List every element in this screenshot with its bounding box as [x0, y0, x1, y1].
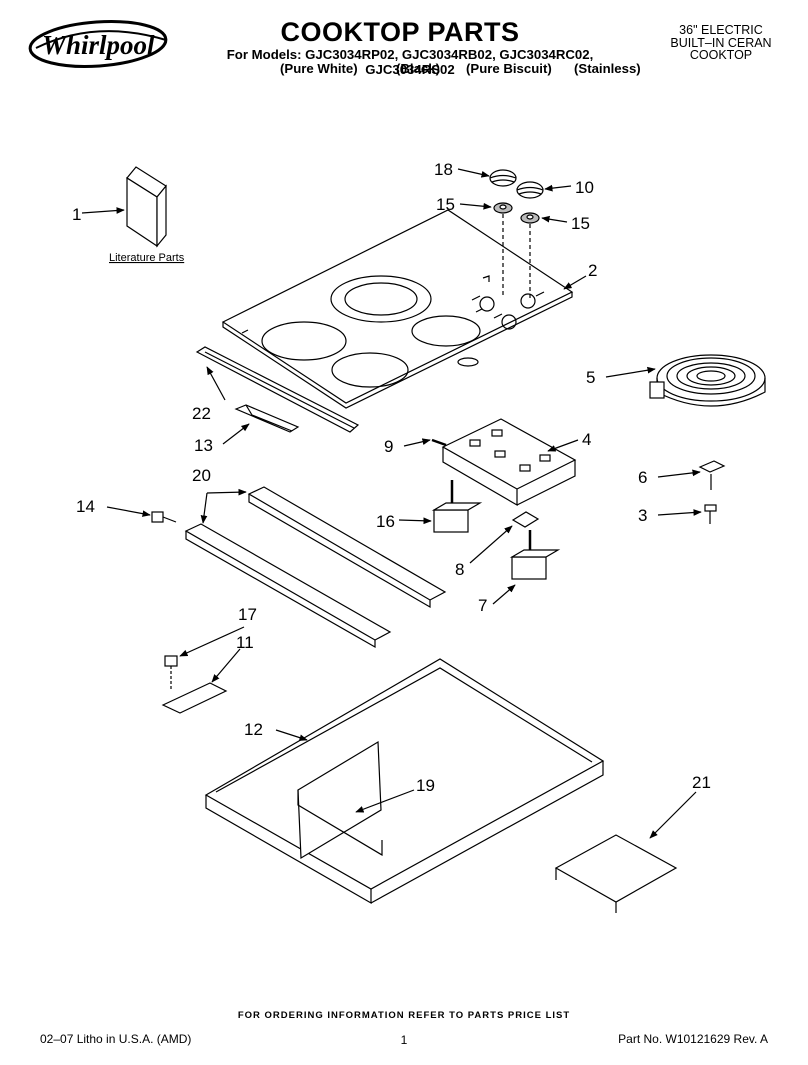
mounting-rails: [184, 486, 447, 649]
switch-plate: [511, 511, 540, 528]
callout: 21: [692, 773, 711, 792]
callout: 4: [582, 430, 591, 449]
callout: 2: [588, 261, 597, 280]
page-title: COOKTOP PARTS: [280, 17, 520, 47]
callout: 10: [575, 178, 594, 197]
control-bracket: [441, 418, 577, 507]
ordering-note: FOR ORDERING INFORMATION REFER TO PARTS …: [237, 1010, 571, 1021]
callout: 15: [436, 195, 455, 214]
model-numbers: For Models: GJC3034RP02, GJC3034RB02, GJ…: [226, 47, 594, 77]
side-bracket: [554, 834, 678, 913]
callout: 7: [478, 596, 487, 615]
radiant-element: [649, 354, 766, 407]
svg-text:Whirlpool: Whirlpool: [42, 30, 155, 60]
callout: 5: [586, 368, 595, 387]
callout: 11: [236, 633, 254, 652]
burner-box: [204, 658, 605, 905]
glass-cooktop: [221, 209, 574, 409]
infinite-switch: [431, 480, 561, 580]
part-number: Part No. W10121629 Rev. A: [618, 1032, 768, 1046]
callout: 19: [416, 776, 435, 795]
callout: 8: [455, 560, 464, 579]
callout: 12: [244, 720, 263, 739]
callout: 9: [384, 437, 393, 456]
bolt-and-bracket: [161, 655, 228, 714]
leader-arrows: [81, 168, 702, 839]
finish-stainless: (Stainless): [574, 61, 641, 76]
callout: 6: [638, 468, 647, 487]
trim-strip: [195, 346, 360, 433]
finish-pure-white: (Pure White): [280, 61, 358, 76]
finish-black: (Black): [396, 61, 440, 76]
litho-note: 02–07 Litho in U.S.A. (AMD): [40, 1032, 192, 1046]
model-type-line: 36" ELECTRIC: [679, 23, 763, 37]
callout: 17: [238, 605, 257, 624]
model-type-line: BUILT–IN CERAN: [670, 35, 772, 50]
callout: 16: [376, 512, 395, 531]
callout: 15: [571, 214, 590, 233]
pin: [431, 438, 447, 447]
callout: 3: [638, 506, 647, 525]
callout: 18: [434, 160, 453, 179]
callout: 1: [72, 205, 81, 224]
literature-parts-label: Literature Parts: [109, 252, 185, 264]
literature-book: [126, 166, 167, 248]
whirlpool-logo: Whirlpool: [28, 20, 168, 68]
callout: 22: [192, 404, 211, 423]
callout: 13: [194, 436, 213, 455]
model-type: 36" ELECTRIC BUILT–IN CERAN COOKTOP: [656, 24, 786, 62]
control-knobs: [489, 169, 544, 298]
callout-labels: 1 2 3 4 5 6 7 8 9 10 11 12 13 14 15 15 1…: [72, 160, 711, 795]
bracket-clip: [234, 404, 300, 433]
clip-and-screw: [698, 460, 726, 524]
callout: 20: [192, 466, 211, 485]
heat-shield: [297, 740, 383, 860]
page-number: 1: [400, 1033, 408, 1047]
screw: [151, 511, 177, 523]
model-type-line: COOKTOP: [689, 48, 753, 62]
finish-pure-biscuit: (Pure Biscuit): [466, 61, 552, 76]
callout: 14: [76, 497, 95, 516]
